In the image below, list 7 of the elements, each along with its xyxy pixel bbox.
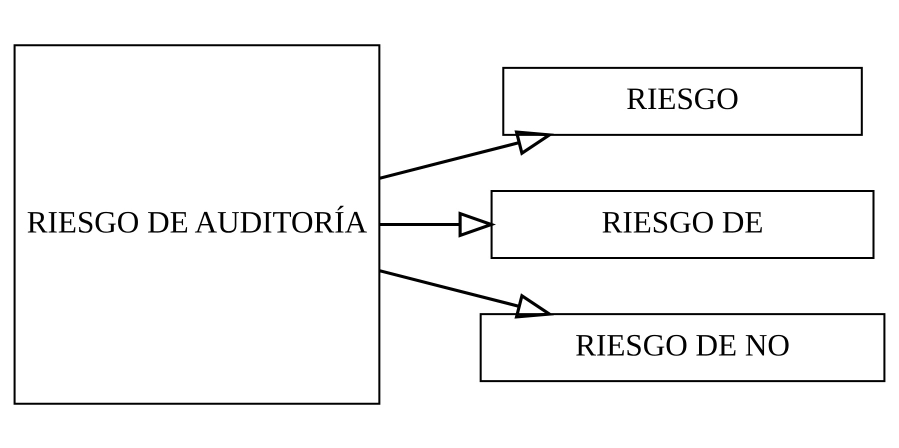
arrow xyxy=(380,210,496,238)
arrow xyxy=(379,130,554,180)
node-box: RIESGO DE NO xyxy=(480,312,886,382)
arrow xyxy=(379,268,554,318)
node-box: RIESGO DE AUDITORÍA xyxy=(14,44,380,404)
node-box: RIESGO DE xyxy=(490,189,875,259)
node-box: RIESGO xyxy=(502,66,863,136)
